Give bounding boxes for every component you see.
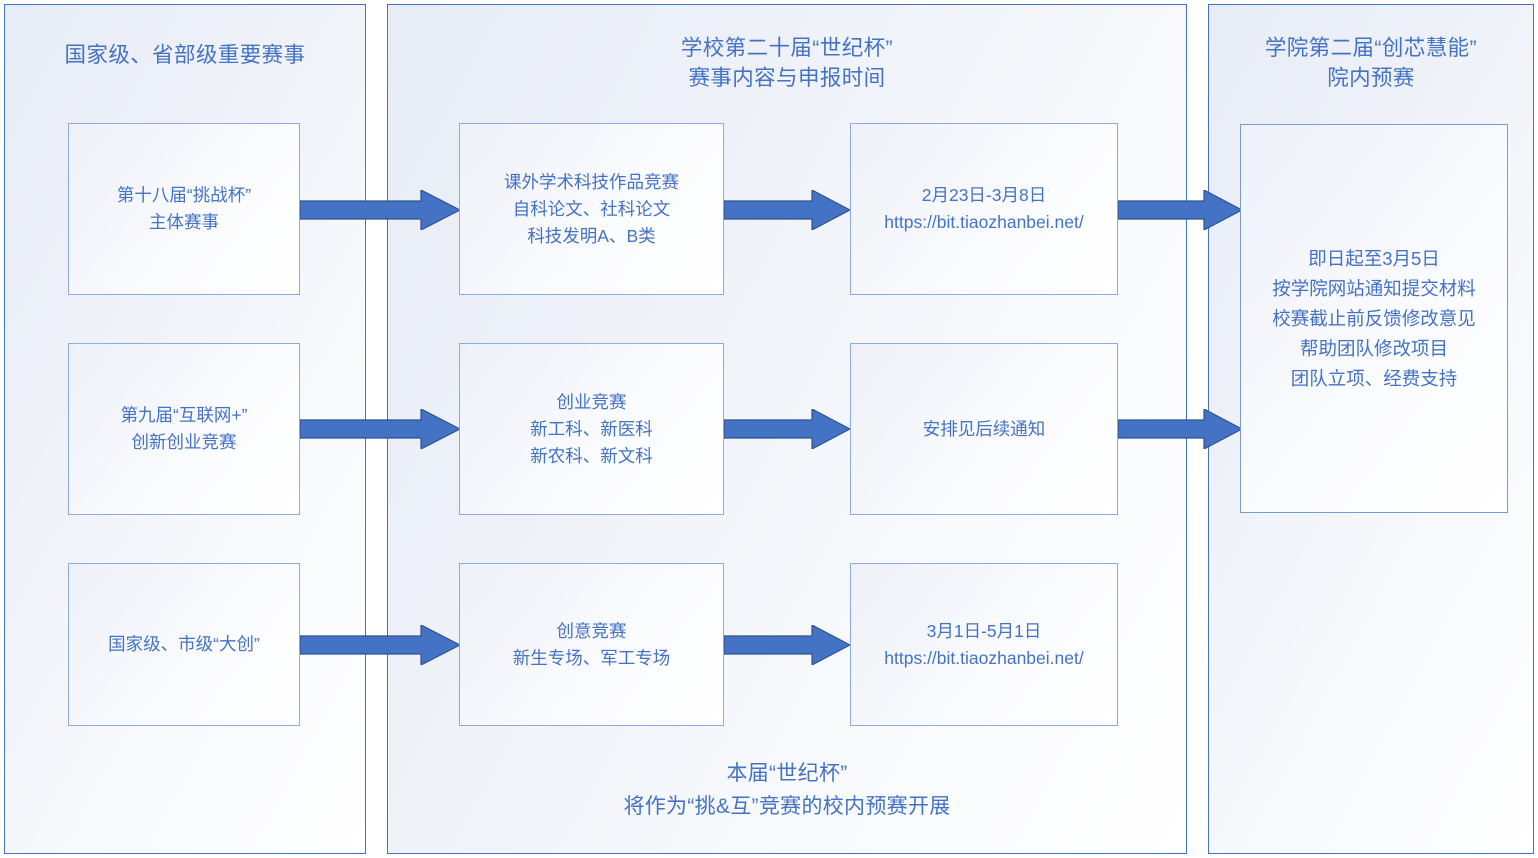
source-box-row2[interactable]: 第九届“互联网+” 创新创业竞赛 — [68, 343, 300, 515]
arrow-r2-source-to-content — [300, 409, 460, 449]
schedule-box-row2[interactable]: 安排见后续通知 — [850, 343, 1118, 515]
arrow-r3-content-to-schedule — [724, 625, 850, 665]
content-box-row1[interactable]: 课外学术科技作品竞赛 自科论文、社科论文 科技发明A、B类 — [459, 123, 724, 295]
arrow-r3-source-to-content — [300, 625, 460, 665]
panel-title-college-preliminary: 学院第二届“创芯慧能” 院内预赛 — [1264, 36, 1478, 90]
arrow-r1-source-to-content — [300, 190, 460, 230]
schedule-box-row2-text: 安排见后续通知 — [922, 418, 1046, 439]
panel-title-national-provincial: 国家级、省部级重要赛事 — [64, 43, 306, 67]
source-box-row1[interactable]: 第十八届“挑战杯” 主体赛事 — [68, 123, 300, 295]
source-box-row2-text: 第九届“互联网+” 创新创业竞赛 — [120, 405, 248, 452]
arrow-r1-content-to-schedule — [724, 190, 850, 230]
arrow-r2-content-to-schedule — [724, 409, 850, 449]
arrow-r1-schedule-to-outcome — [1118, 190, 1242, 230]
schedule-box-row3-text: 3月1日-5月1日 https://bit.tiaozhanbei.net/ — [884, 620, 1084, 668]
content-box-row2-text: 创业竞赛 新工科、新医科 新农科、新文科 — [530, 391, 653, 466]
schedule-box-row3[interactable]: 3月1日-5月1日 https://bit.tiaozhanbei.net/ — [850, 563, 1118, 726]
arrow-r2-schedule-to-outcome — [1118, 409, 1242, 449]
content-box-row2[interactable]: 创业竞赛 新工科、新医科 新农科、新文科 — [459, 343, 724, 515]
outcome-box-text: 即日起至3月5日 按学院网站通知提交材料 校赛截止前反馈修改意见 帮助团队修改项… — [1272, 247, 1476, 389]
content-box-row3-text: 创意竞赛 新生专场、军工专场 — [512, 620, 671, 668]
content-box-row1-text: 课外学术科技作品竞赛 自科论文、社科论文 科技发明A、B类 — [504, 171, 679, 246]
footnote-text: 本届“世纪杯” 将作为“挑&互”竞赛的校内预赛开展 — [623, 762, 951, 818]
source-box-row3-text: 国家级、市级“大创” — [108, 634, 260, 654]
schedule-box-row1[interactable]: 2月23日-3月8日 https://bit.tiaozhanbei.net/ — [850, 123, 1118, 295]
source-box-row3[interactable]: 国家级、市级“大创” — [68, 563, 300, 726]
schedule-box-row1-text: 2月23日-3月8日 https://bit.tiaozhanbei.net/ — [884, 185, 1084, 232]
panel-title-school-century-cup: 学校第二十届“世纪杯” 赛事内容与申报时间 — [680, 36, 894, 90]
content-box-row3[interactable]: 创意竞赛 新生专场、军工专场 — [459, 563, 724, 726]
outcome-box[interactable]: 即日起至3月5日 按学院网站通知提交材料 校赛截止前反馈修改意见 帮助团队修改项… — [1240, 124, 1508, 513]
source-box-row1-text: 第十八届“挑战杯” 主体赛事 — [116, 185, 252, 232]
